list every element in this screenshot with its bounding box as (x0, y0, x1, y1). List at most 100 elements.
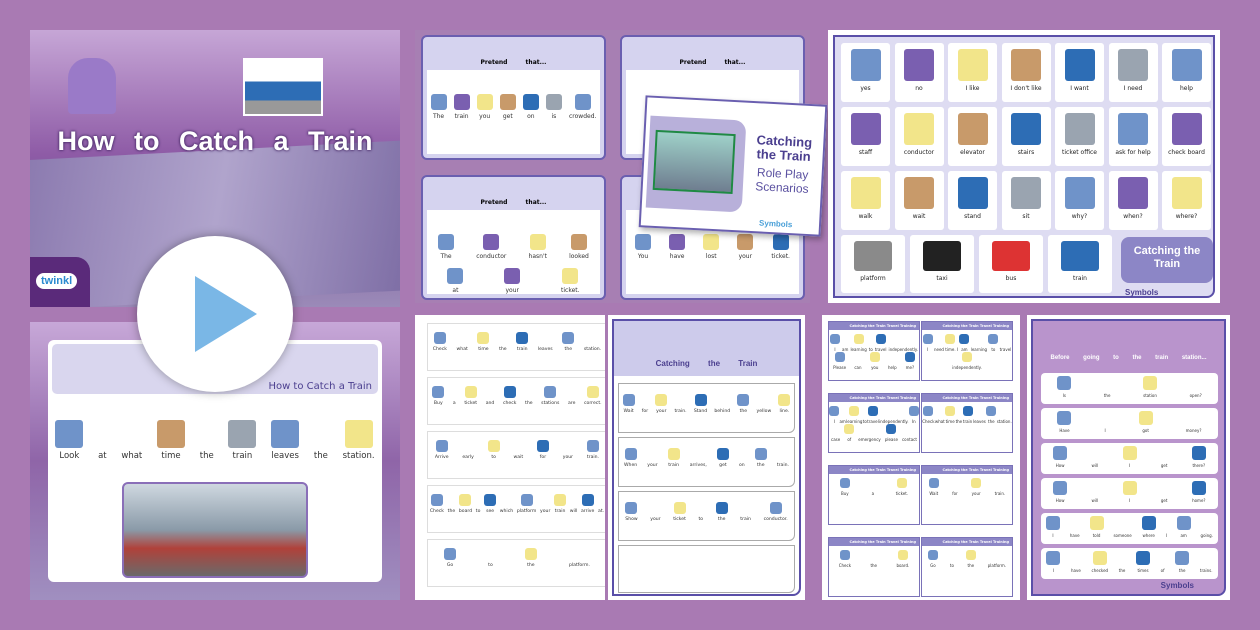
symbol-card[interactable]: ask for help (1108, 107, 1158, 166)
word-symbol: arrives, (690, 463, 707, 468)
word-symbol: When (624, 448, 637, 468)
word-label: time (478, 347, 489, 352)
symbol-card[interactable]: I don't like (1001, 43, 1051, 102)
symbol-card[interactable]: help (1162, 43, 1211, 102)
word-symbol: train (516, 332, 529, 352)
symbol-card[interactable]: stairs (1001, 107, 1051, 166)
symbol-icon (844, 424, 855, 434)
word-symbol: looked (569, 234, 589, 260)
question-person-icon (68, 58, 116, 114)
word-symbol: train. (587, 440, 599, 460)
symbol-card[interactable]: why? (1055, 171, 1104, 230)
word-label: get (719, 463, 727, 468)
word-label: of (1160, 568, 1165, 573)
symbol-card[interactable]: when? (1108, 171, 1158, 230)
symbol-card[interactable]: bus (979, 235, 1043, 293)
word-symbol: will (570, 509, 578, 514)
symbol-card[interactable]: check board (1162, 107, 1211, 166)
word-label: the (870, 563, 878, 568)
symbol-card[interactable]: wait (894, 171, 944, 230)
word-label: to (991, 347, 996, 352)
word-symbol: lost (703, 234, 720, 260)
word-symbol: at (98, 451, 107, 461)
word-label: early (462, 455, 474, 460)
before-going-thumbnail[interactable]: Before going to the train station... Sym… (1027, 315, 1230, 600)
symbol-icon (904, 177, 934, 209)
symbol-card[interactable]: yes (841, 43, 890, 102)
symbol-icon (830, 334, 841, 344)
word-label: to (949, 563, 954, 568)
word-symbol: see (484, 494, 497, 514)
symbol-card[interactable]: I want (1055, 43, 1104, 102)
word-label: am (1180, 533, 1187, 538)
symbol-icon (957, 177, 988, 209)
symbol-card[interactable]: taxi (910, 235, 974, 293)
symbol-card[interactable]: no (894, 43, 944, 102)
word-label: independently. (952, 365, 982, 370)
symbol-card[interactable]: conductor (894, 107, 944, 166)
word-symbol: leaves (973, 419, 986, 424)
word-symbol: train (667, 448, 680, 468)
word-symbol: train (228, 420, 257, 461)
word-symbol: Look (55, 420, 84, 461)
word-label: times (1137, 568, 1149, 573)
word-label: leaves (271, 451, 299, 461)
word-symbol: Go (444, 548, 457, 568)
word-label: will (1091, 463, 1099, 468)
symbol-card[interactable]: ticket office (1055, 107, 1104, 166)
word-symbol: what (121, 451, 142, 461)
word-label: conductor (476, 253, 507, 260)
symbol-icon (430, 494, 443, 506)
word-label: You (637, 253, 649, 260)
symbol-card[interactable]: platform (841, 235, 905, 293)
symbol-card[interactable]: walk (841, 171, 890, 230)
cover-subtitle: Role Play Scenarios (754, 165, 809, 196)
word-label: get (502, 113, 513, 120)
word-symbol: help (888, 365, 897, 370)
play-button[interactable] (137, 236, 293, 392)
word-label: can (854, 365, 862, 370)
word-label: at. (598, 509, 605, 514)
symbol-icon (1118, 177, 1148, 209)
symbol-card[interactable]: stand (948, 171, 997, 230)
word-label: the (525, 401, 533, 406)
word-label: home? (1192, 498, 1206, 503)
word-symbol: have (1071, 568, 1081, 573)
symbol-icon (896, 478, 907, 488)
word-label: arrive (580, 509, 595, 514)
symbol-card[interactable]: sit (1001, 171, 1051, 230)
symbol-card[interactable]: train (1048, 235, 1112, 293)
symbol-icon (1053, 481, 1068, 495)
symbol-icon (971, 478, 982, 488)
word-label: the (499, 347, 507, 352)
symbol-card[interactable]: elevator (948, 107, 997, 166)
word-symbol: times (1136, 551, 1150, 573)
word-label: travel (874, 347, 887, 352)
symbol-card[interactable]: where? (1162, 171, 1211, 230)
symbol-icon (673, 502, 686, 514)
symbol-card[interactable]: I like (948, 43, 997, 102)
symbol-card[interactable]: staff (841, 107, 890, 166)
symbol-card[interactable]: I need (1108, 43, 1158, 102)
word-symbol: the (870, 563, 877, 568)
